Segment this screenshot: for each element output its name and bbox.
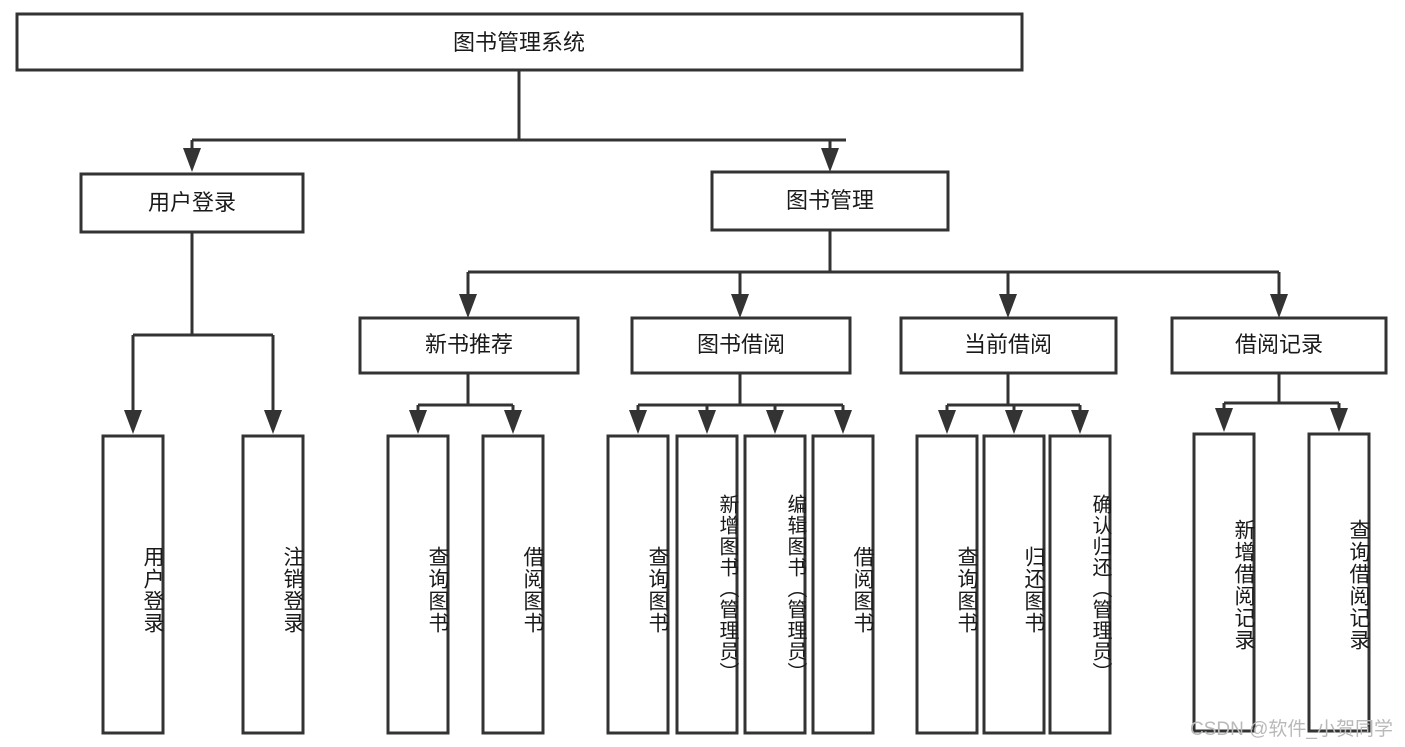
- node-current-borrow-box[interactable]: [899, 316, 1118, 375]
- leaf-borrow-book-2-box[interactable]: [811, 434, 875, 735]
- connector-userlogin-to-leaves: [124, 232, 282, 434]
- leaf-add-book-box[interactable]: [675, 434, 739, 735]
- node-root-box[interactable]: [15, 12, 1024, 72]
- leaf-edit-book-box[interactable]: [743, 434, 807, 735]
- leaf-return-book-box[interactable]: [982, 434, 1046, 735]
- connector-bookmgmt-to-level3: [459, 230, 1288, 318]
- node-new-book-recommend-box[interactable]: [358, 316, 580, 375]
- connector-borrowrecord-to-leaves: [1215, 373, 1348, 432]
- node-book-management-box[interactable]: [710, 170, 950, 232]
- leaf-add-record-box[interactable]: [1192, 432, 1256, 733]
- leaf-query-book-2-box[interactable]: [606, 434, 670, 735]
- connector-root-to-level2: [183, 70, 846, 172]
- node-new-book-recommend-label: 新书推荐: [425, 332, 513, 357]
- leaf-borrow-book-1-box[interactable]: [481, 434, 545, 735]
- connector-bookborrow-to-leaves: [629, 373, 852, 434]
- node-current-borrow-label: 当前借阅: [964, 332, 1052, 357]
- leaf-user-login-box[interactable]: [101, 434, 165, 735]
- node-root-label: 图书管理系统: [453, 30, 585, 55]
- leaf-query-record-box[interactable]: [1307, 432, 1371, 733]
- connector-currentborrow-to-leaves: [938, 373, 1089, 434]
- leaf-query-book-3-box[interactable]: [915, 434, 979, 735]
- connector-newbook-to-leaves: [409, 373, 522, 434]
- node-user-login-label: 用户登录: [148, 190, 236, 215]
- node-borrow-record-label: 借阅记录: [1235, 332, 1323, 357]
- leaf-confirm-return-box[interactable]: [1048, 434, 1112, 735]
- node-book-borrow-label: 图书借阅: [697, 332, 785, 357]
- node-book-management-label: 图书管理: [786, 188, 874, 213]
- leaf-query-book-1-box[interactable]: [386, 434, 450, 735]
- node-borrow-record-box[interactable]: [1170, 316, 1388, 375]
- node-user-login-box[interactable]: [79, 172, 305, 234]
- csdn-watermark: CSDN @软件_小贺同学: [1190, 719, 1393, 740]
- node-book-borrow-box[interactable]: [630, 316, 852, 375]
- leaf-logout-box[interactable]: [241, 434, 305, 735]
